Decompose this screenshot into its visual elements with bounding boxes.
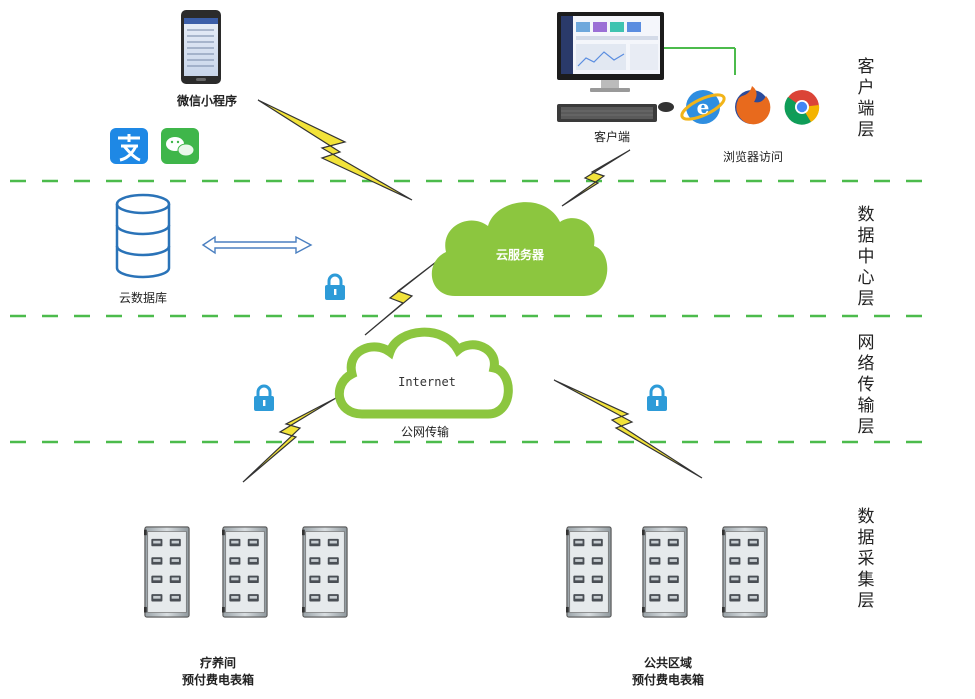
layer-label-datacenter: 数 据 中 心 层: [858, 205, 875, 309]
layer-char: 层: [858, 120, 875, 140]
lock-icon: [645, 384, 669, 412]
site-a-label-line2: 预付费电表箱: [182, 672, 254, 687]
lightning-icon: [242, 397, 337, 483]
layer-char: 采: [858, 549, 875, 569]
meter-box-icon: [144, 526, 190, 618]
lightning-icon: [257, 99, 413, 201]
cloud-icon: [431, 202, 608, 296]
cloud-server-label: 云服务器: [496, 247, 545, 262]
monitor-icon: [557, 12, 664, 92]
mouse-icon: [658, 102, 674, 112]
lightning-icon: [364, 261, 437, 336]
svg-text:e: e: [697, 95, 710, 119]
lock-icon: [323, 273, 347, 301]
meter-box-group-a: [144, 526, 348, 618]
meter-box-icon: [722, 526, 768, 618]
client-label: 客户端: [594, 129, 630, 144]
layer-char: 数: [858, 205, 875, 225]
meter-box-icon: [642, 526, 688, 618]
firefox-icon: [735, 86, 771, 125]
meter-box-icon: [302, 526, 348, 618]
lightning-icon: [561, 149, 631, 207]
meter-box-icon: [222, 526, 268, 618]
layer-char: 户: [858, 78, 875, 98]
database-icon: [115, 193, 171, 279]
layer-char: 集: [858, 570, 875, 590]
site-b-label-line2: 预付费电表箱: [632, 672, 704, 687]
ie-icon: e: [680, 90, 726, 124]
layer-char: 层: [858, 289, 875, 309]
layer-char: 心: [858, 268, 875, 288]
layer-char: 络: [858, 354, 875, 374]
layer-char: 中: [858, 247, 875, 267]
layer-label-collection: 数 据 采 集 层: [858, 507, 875, 611]
chrome-icon: [784, 90, 820, 125]
layer-char: 客: [858, 57, 875, 77]
phone-icon: [181, 10, 221, 84]
layer-dividers: [10, 179, 925, 444]
layer-label-network: 网 络 传 输 层: [858, 333, 875, 437]
cloud-database-label: 云数据库: [119, 290, 167, 305]
layer-char: 输: [858, 396, 875, 416]
keyboard-icon: [557, 104, 657, 122]
layer-char: 端: [858, 99, 875, 119]
layer-char: 传: [858, 375, 875, 395]
internet-label: Internet: [398, 375, 456, 389]
site-b-label-line1: 公共区域: [644, 655, 692, 670]
alipay-icon: [110, 128, 148, 164]
browser-access-label: 浏览器访问: [723, 149, 783, 164]
layer-char: 层: [858, 417, 875, 437]
layer-char: 据: [858, 528, 875, 548]
meter-box-group-b: [566, 526, 768, 618]
site-a-label-line1: 疗养间: [200, 655, 236, 670]
mini-program-label: 微信小程序: [176, 93, 237, 108]
layer-label-client: 客 户 端 层: [858, 57, 875, 140]
lock-icon: [252, 384, 276, 412]
internet-cloud-icon: [334, 327, 513, 419]
meter-box-icon: [566, 526, 612, 618]
double-arrow-icon: [201, 235, 313, 255]
wechat-icon: [161, 128, 199, 164]
link-lightning: [242, 99, 703, 483]
public-network-label: 公网传输: [401, 424, 449, 439]
layer-char: 据: [858, 226, 875, 246]
layer-char: 数: [858, 507, 875, 527]
lightning-icon: [553, 379, 703, 479]
layer-char: 网: [858, 333, 875, 353]
layer-char: 层: [858, 591, 875, 611]
